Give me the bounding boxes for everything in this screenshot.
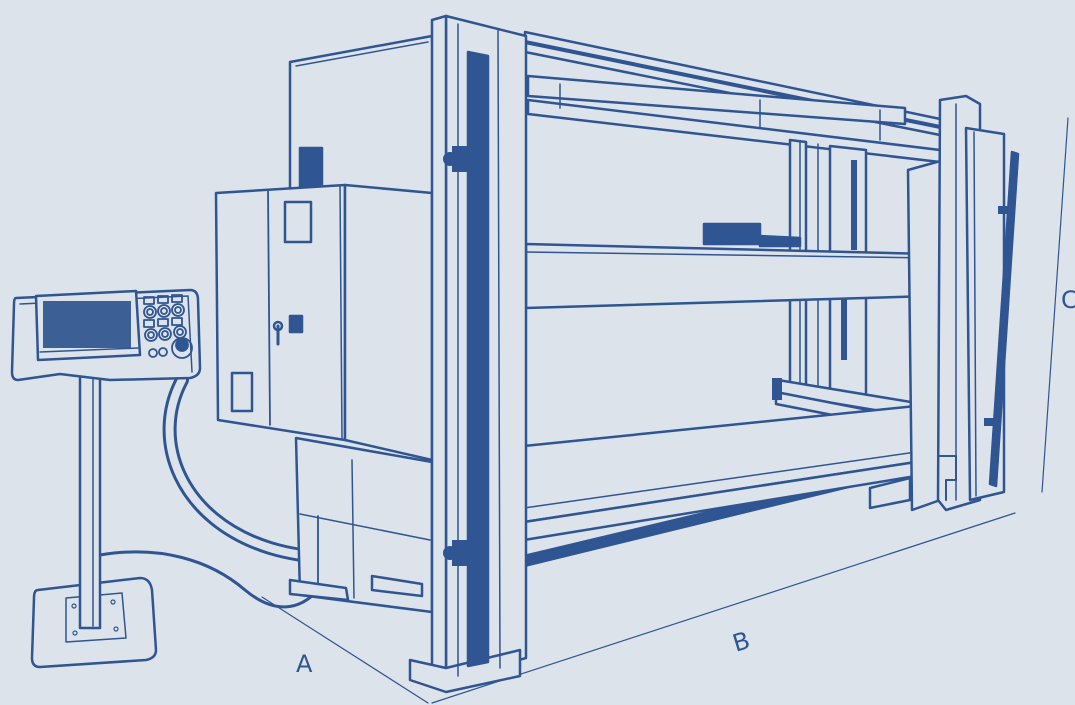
shelf-device — [702, 222, 762, 246]
top-frame — [523, 30, 947, 164]
dimension-lines — [261, 117, 1069, 704]
control-pedestal — [10, 288, 202, 669]
tall-cabinet — [288, 34, 438, 202]
bottom-bed — [522, 404, 920, 568]
pedestal-base-inner — [65, 592, 127, 643]
exhaust-stack — [298, 146, 324, 192]
pedestal-cable — [98, 550, 332, 609]
electrical-cabinet — [214, 183, 434, 614]
dimension-label-a: A — [296, 650, 313, 678]
column-rail — [466, 50, 490, 668]
right-rail — [988, 150, 1020, 488]
column-clamps — [443, 146, 470, 566]
dimension-line-c — [1041, 117, 1069, 493]
top-beam-lower — [526, 74, 907, 126]
pedestal-pole — [78, 368, 102, 630]
dimension-label-c: C — [1061, 286, 1075, 314]
dimension-line-b — [431, 512, 1016, 704]
middle-shelf — [524, 222, 932, 310]
cabinet-lock — [288, 314, 304, 334]
control-screen — [43, 301, 131, 348]
right-end-frame — [906, 94, 1020, 512]
dimension-line-a — [261, 596, 429, 704]
cabinet-window-bottom — [230, 371, 254, 413]
cabinet-window-top — [283, 200, 313, 244]
control-buttons — [143, 294, 193, 359]
front-left-column — [408, 14, 528, 694]
